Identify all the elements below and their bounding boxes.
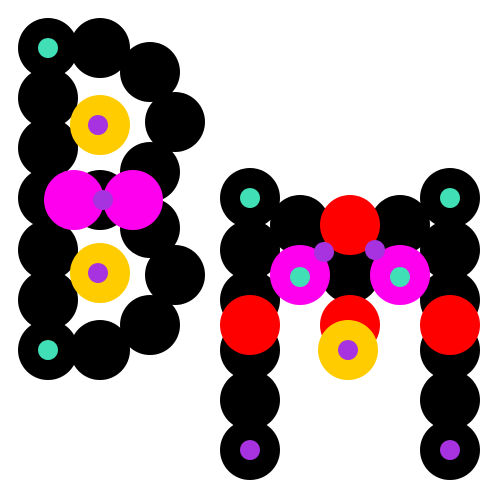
body-dot	[70, 18, 130, 78]
teal-dot	[390, 267, 410, 287]
teal-dot	[38, 38, 58, 58]
purple-dot	[314, 242, 334, 262]
body-dot	[145, 245, 205, 305]
body-dot	[420, 220, 480, 280]
body-dot	[220, 220, 280, 280]
body-dot	[18, 68, 78, 128]
magenta-dot	[103, 170, 163, 230]
body-dot	[18, 270, 78, 330]
body-dot	[18, 220, 78, 280]
body-dot	[370, 195, 430, 255]
body-dot	[320, 243, 380, 303]
teal-dot	[290, 267, 310, 287]
letter-b-shape	[18, 18, 205, 380]
body-dot	[18, 118, 78, 178]
teal-dot	[240, 188, 260, 208]
purple-dot	[88, 115, 108, 135]
purple-dot	[440, 440, 460, 460]
body-dot	[270, 195, 330, 255]
body-dot	[70, 320, 130, 380]
body-dot	[120, 295, 180, 355]
body-dot	[145, 92, 205, 152]
purple-dot	[338, 340, 358, 360]
purple-dot	[240, 440, 260, 460]
magenta-dot	[44, 170, 104, 230]
letter-m-shape	[220, 168, 480, 480]
teal-dot	[440, 188, 460, 208]
red-dot	[420, 295, 480, 355]
teal-dot	[38, 340, 58, 360]
purple-dot	[88, 263, 108, 283]
purple-dot	[93, 190, 113, 210]
body-dot	[120, 42, 180, 102]
body-dot	[220, 370, 280, 430]
red-dot	[320, 195, 380, 255]
red-dot	[220, 295, 280, 355]
purple-dot	[365, 240, 385, 260]
body-dot	[420, 370, 480, 430]
